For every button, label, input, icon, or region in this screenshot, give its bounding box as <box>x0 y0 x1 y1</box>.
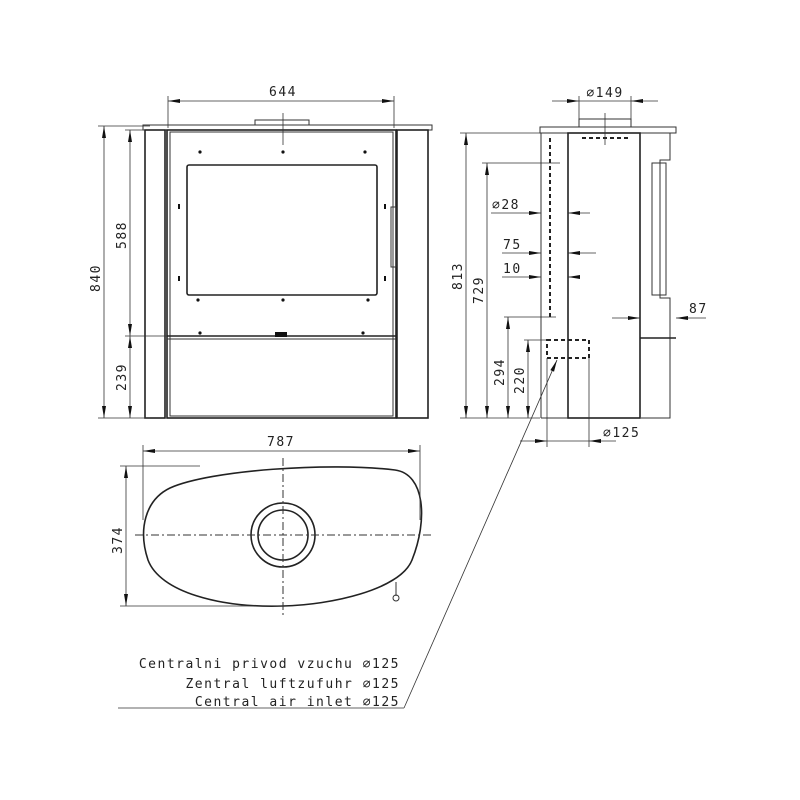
side-view: ∅149 813 729 294 220 ∅28 75 10 87 ∅125 <box>451 86 708 447</box>
plan-depth-label: 374 <box>111 526 126 554</box>
flue-axis-height-label: 729 <box>472 276 487 304</box>
front-width-label: 644 <box>269 85 297 100</box>
front-upper-height-label: 588 <box>115 221 130 249</box>
annotation-line-cz: Centralni privod vzuchu ∅125 <box>139 657 400 672</box>
inlet-bottom-height-label: 220 <box>513 366 528 394</box>
side-height-label: 813 <box>451 262 466 290</box>
offset-10-label: 10 <box>503 262 522 277</box>
front-height-label: 840 <box>89 264 104 292</box>
plan-view: 787 374 <box>111 435 432 615</box>
front-lower-height-label: 239 <box>115 363 130 391</box>
inlet-diameter-label: ∅125 <box>603 426 640 441</box>
depth-87-label: 87 <box>689 302 708 317</box>
pipe-diameter-label: ∅28 <box>492 198 520 213</box>
annotation-line-en: Central air inlet ∅125 <box>195 695 400 710</box>
air-inlet-annotation: Centralni privod vzuchu ∅125 Zentral luf… <box>118 359 558 710</box>
flue-diameter-label: ∅149 <box>586 86 623 101</box>
annotation-line-de: Zentral luftzufuhr ∅125 <box>185 677 400 692</box>
front-view: 644 840 588 239 <box>89 85 433 419</box>
inlet-axis-height-label: 294 <box>493 358 508 386</box>
plan-width-label: 787 <box>267 435 295 450</box>
offset-75-label: 75 <box>503 238 522 253</box>
